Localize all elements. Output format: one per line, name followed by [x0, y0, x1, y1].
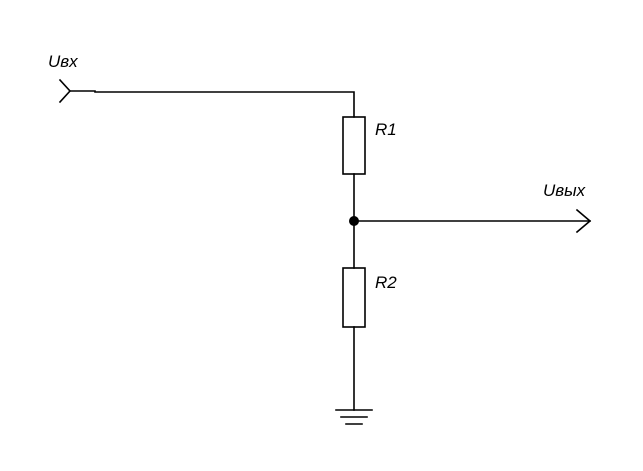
- output-voltage-label: Uвых: [543, 181, 586, 200]
- input-terminal-arrow: [58, 78, 72, 104]
- output-terminal-arrow: [575, 208, 592, 234]
- junction-node: [349, 216, 359, 226]
- resistor-r2: [342, 267, 366, 328]
- resistor-r1-label: R1: [375, 120, 397, 139]
- resistor-r1: [342, 116, 366, 175]
- ground-icon: [335, 409, 373, 425]
- input-voltage-label: Uвх: [48, 52, 78, 71]
- resistor-r2-label: R2: [375, 273, 397, 292]
- input-wire: [69, 90, 355, 118]
